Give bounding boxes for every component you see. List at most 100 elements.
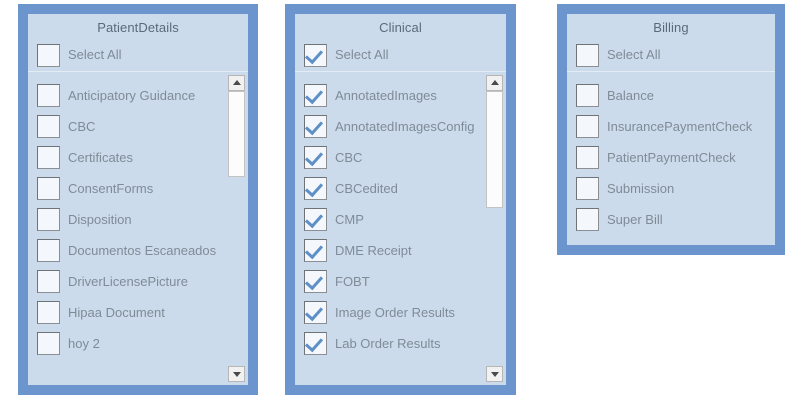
scrollbar-clinical[interactable] xyxy=(486,75,503,382)
list-item[interactable]: DME Receipt xyxy=(295,235,506,266)
item-checkbox[interactable] xyxy=(304,301,327,324)
item-checkbox[interactable] xyxy=(304,208,327,231)
item-checkbox[interactable] xyxy=(576,146,599,169)
scroll-up-button-clinical[interactable] xyxy=(486,75,503,91)
item-checkbox[interactable] xyxy=(576,84,599,107)
triangle-down-icon xyxy=(232,372,241,377)
item-checkbox[interactable] xyxy=(576,177,599,200)
item-label: Balance xyxy=(607,87,654,103)
list-item[interactable]: AnnotatedImages xyxy=(295,80,506,111)
list-item[interactable]: AnnotatedImagesConfig xyxy=(295,111,506,142)
item-label: FOBT xyxy=(335,273,370,289)
item-label: CMP xyxy=(335,211,364,227)
list-item[interactable]: Balance xyxy=(567,80,775,111)
item-label: AnnotatedImagesConfig xyxy=(335,118,475,134)
item-label: Documentos Escaneados xyxy=(68,242,217,258)
list-item[interactable]: FOBT xyxy=(295,266,506,297)
scroll-up-button-patientdetails[interactable] xyxy=(228,75,245,91)
item-label: AnnotatedImages xyxy=(335,87,437,103)
list-item[interactable]: CBC xyxy=(295,142,506,173)
item-label: DME Receipt xyxy=(335,242,412,258)
select-all-row-billing[interactable]: Select All xyxy=(567,39,775,71)
item-checkbox[interactable] xyxy=(576,115,599,138)
item-label: CBC xyxy=(335,149,363,165)
triangle-down-icon xyxy=(490,372,499,377)
panel-title-clinical: Clinical xyxy=(379,20,422,35)
item-label: Image Order Results xyxy=(335,304,455,320)
item-label: Disposition xyxy=(68,211,132,227)
scroll-down-button-patientdetails[interactable] xyxy=(228,366,245,382)
item-label: ConsentForms xyxy=(68,180,154,196)
list-item[interactable]: CBC xyxy=(28,111,248,142)
item-checkbox[interactable] xyxy=(304,177,327,200)
item-checkbox[interactable] xyxy=(37,115,60,138)
item-checkbox[interactable] xyxy=(37,332,60,355)
item-checkbox[interactable] xyxy=(304,146,327,169)
select-all-checkbox-billing[interactable] xyxy=(576,43,599,67)
list-item[interactable]: Certificates xyxy=(28,142,248,173)
list-item[interactable]: DriverLicensePicture xyxy=(28,266,248,297)
panel-title-patientdetails: PatientDetails xyxy=(97,20,179,35)
item-checkbox[interactable] xyxy=(576,208,599,231)
list-item[interactable]: CBCedited xyxy=(295,173,506,204)
list-item[interactable]: Anticipatory Guidance xyxy=(28,80,248,111)
list-item[interactable]: hoy 2 xyxy=(28,328,248,359)
select-all-label-patientdetails: Select All xyxy=(68,47,122,62)
triangle-up-icon xyxy=(490,80,499,85)
list-item[interactable]: Super Bill xyxy=(567,204,775,235)
list-item[interactable]: Image Order Results xyxy=(295,297,506,328)
item-checkbox[interactable] xyxy=(304,239,327,262)
scroll-down-button-clinical[interactable] xyxy=(486,366,503,382)
scroll-thumb-patientdetails[interactable] xyxy=(228,91,245,177)
panel-title-billing: Billing xyxy=(653,20,689,35)
item-checkbox[interactable] xyxy=(304,84,327,107)
item-checkbox[interactable] xyxy=(37,239,60,262)
item-checkbox[interactable] xyxy=(37,146,60,169)
list-item[interactable]: Documentos Escaneados xyxy=(28,235,248,266)
item-label: CBCedited xyxy=(335,180,398,196)
item-checkbox[interactable] xyxy=(37,270,60,293)
select-all-row-patientdetails[interactable]: Select All xyxy=(28,39,248,71)
item-label: DriverLicensePicture xyxy=(68,273,188,289)
item-label: Hipaa Document xyxy=(68,304,165,320)
item-checkbox[interactable] xyxy=(304,332,327,355)
list-item[interactable]: ConsentForms xyxy=(28,173,248,204)
item-label: Submission xyxy=(607,180,675,196)
item-label: Super Bill xyxy=(607,211,663,227)
scroll-thumb-clinical[interactable] xyxy=(486,91,503,208)
item-checkbox[interactable] xyxy=(37,208,60,231)
list-item[interactable]: Lab Order Results xyxy=(295,328,506,359)
item-checkbox[interactable] xyxy=(37,177,60,200)
select-all-label-clinical: Select All xyxy=(335,47,389,62)
item-checkbox[interactable] xyxy=(37,301,60,324)
list-item[interactable]: Hipaa Document xyxy=(28,297,248,328)
list-item[interactable]: CMP xyxy=(295,204,506,235)
select-all-checkbox-patientdetails[interactable] xyxy=(37,43,60,67)
select-all-checkbox-clinical[interactable] xyxy=(304,43,327,67)
item-label: Anticipatory Guidance xyxy=(68,87,196,103)
list-item[interactable]: PatientPaymentCheck xyxy=(567,142,775,173)
scrollbar-patientdetails[interactable] xyxy=(228,75,245,382)
select-all-row-clinical[interactable]: Select All xyxy=(295,39,506,71)
item-label: PatientPaymentCheck xyxy=(607,149,736,165)
list-item[interactable]: Disposition xyxy=(28,204,248,235)
list-item[interactable]: InsurancePaymentCheck xyxy=(567,111,775,142)
item-checkbox[interactable] xyxy=(304,270,327,293)
item-checkbox[interactable] xyxy=(304,115,327,138)
list-item[interactable]: Submission xyxy=(567,173,775,204)
item-label: Certificates xyxy=(68,149,134,165)
item-label: hoy 2 xyxy=(68,335,100,351)
item-checkbox[interactable] xyxy=(37,84,60,107)
